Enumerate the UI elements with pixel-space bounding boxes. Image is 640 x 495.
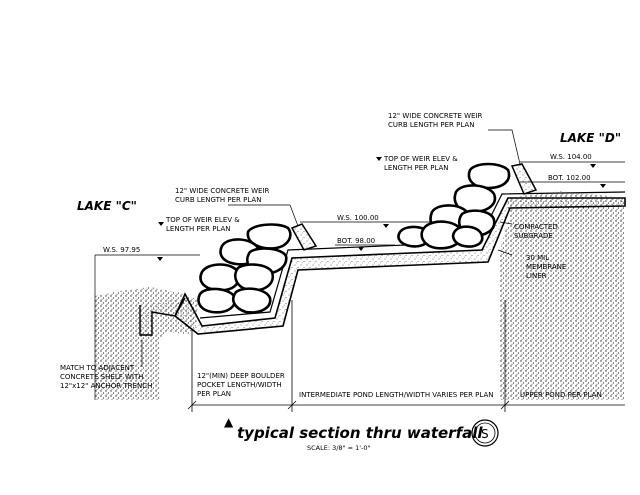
weir-top-lower-line1: TOP OF WEIR ELEV & (165, 216, 240, 224)
weir-curb-lower-line1: 12" WIDE CONCRETE WEIR (175, 187, 270, 195)
ws-left-label: W.S. 97.95 (103, 246, 140, 254)
membrane-line1: 30 MIL (526, 254, 549, 262)
lake-d-label: LAKE "D" (560, 131, 621, 145)
shelf-note-line1: MATCH TO ADJACENT (60, 364, 135, 372)
water-lines (95, 161, 625, 256)
anchor-trench (139, 297, 186, 336)
upper-pond-label: UPPER POND PER PLAN (520, 391, 602, 399)
section-mark-letter: S (481, 427, 489, 441)
intermediate-pond-label: INTERMEDIATE POND LENGTH/WIDTH VARIES PE… (299, 391, 494, 399)
section-mark-circle (471, 419, 499, 447)
dimension-lines (187, 300, 625, 412)
concrete-liner (174, 197, 626, 335)
weir-curb-upper-line1: 12" WIDE CONCRETE WEIR (388, 112, 483, 120)
bot-middle-label: BOT. 98.00 (337, 237, 375, 245)
membrane-line2: MEMBRANE (526, 263, 566, 271)
drawing-scale: SCALE: 3/8" = 1'-0" (307, 444, 371, 452)
boulder-pocket-line1: 12"(MIN) DEEP BOULDER (197, 372, 285, 380)
weir-top-lower-line2: LENGTH PER PLAN (166, 225, 231, 233)
bot-right-label: BOT. 102.00 (548, 174, 591, 182)
weir-curb-upper-line2: CURB LENGTH PER PLAN (388, 121, 474, 129)
weir-curb-lower-line2: CURB LENGTH PER PLAN (175, 196, 261, 204)
boulders-lower (197, 223, 292, 314)
section-mark-inner-circle (474, 422, 496, 444)
section-triangle-icon: ▲ (224, 415, 234, 429)
boulder-pocket-line3: PER PLAN (197, 390, 231, 398)
boulder-pocket-line2: POCKET LENGTH/WIDTH (197, 381, 282, 389)
compacted-line2: SUBGRADE (514, 232, 553, 240)
drawing-title: typical section thru waterfall (237, 424, 483, 442)
weir-curbs (290, 163, 538, 251)
ws-right-label: W.S. 104.00 (550, 153, 592, 161)
compacted-line1: COMPACTED (514, 223, 558, 231)
weir-top-upper-line2: LENGTH PER PLAN (384, 164, 449, 172)
leader-lines (94, 129, 521, 400)
shelf-note-line2: CONCRETE SHELF WITH (60, 373, 144, 381)
lake-c-label: LAKE "C" (77, 199, 137, 213)
weir-top-upper-line1: TOP OF WEIR ELEV & (383, 155, 458, 163)
boulders-upper (397, 162, 511, 250)
ws-middle-label: W.S. 100.00 (337, 214, 379, 222)
elevation-markers (157, 157, 606, 261)
membrane-line3: LINER (526, 272, 547, 280)
shelf-note-line3: 12"x12" ANCHOR TRENCH (60, 382, 152, 390)
